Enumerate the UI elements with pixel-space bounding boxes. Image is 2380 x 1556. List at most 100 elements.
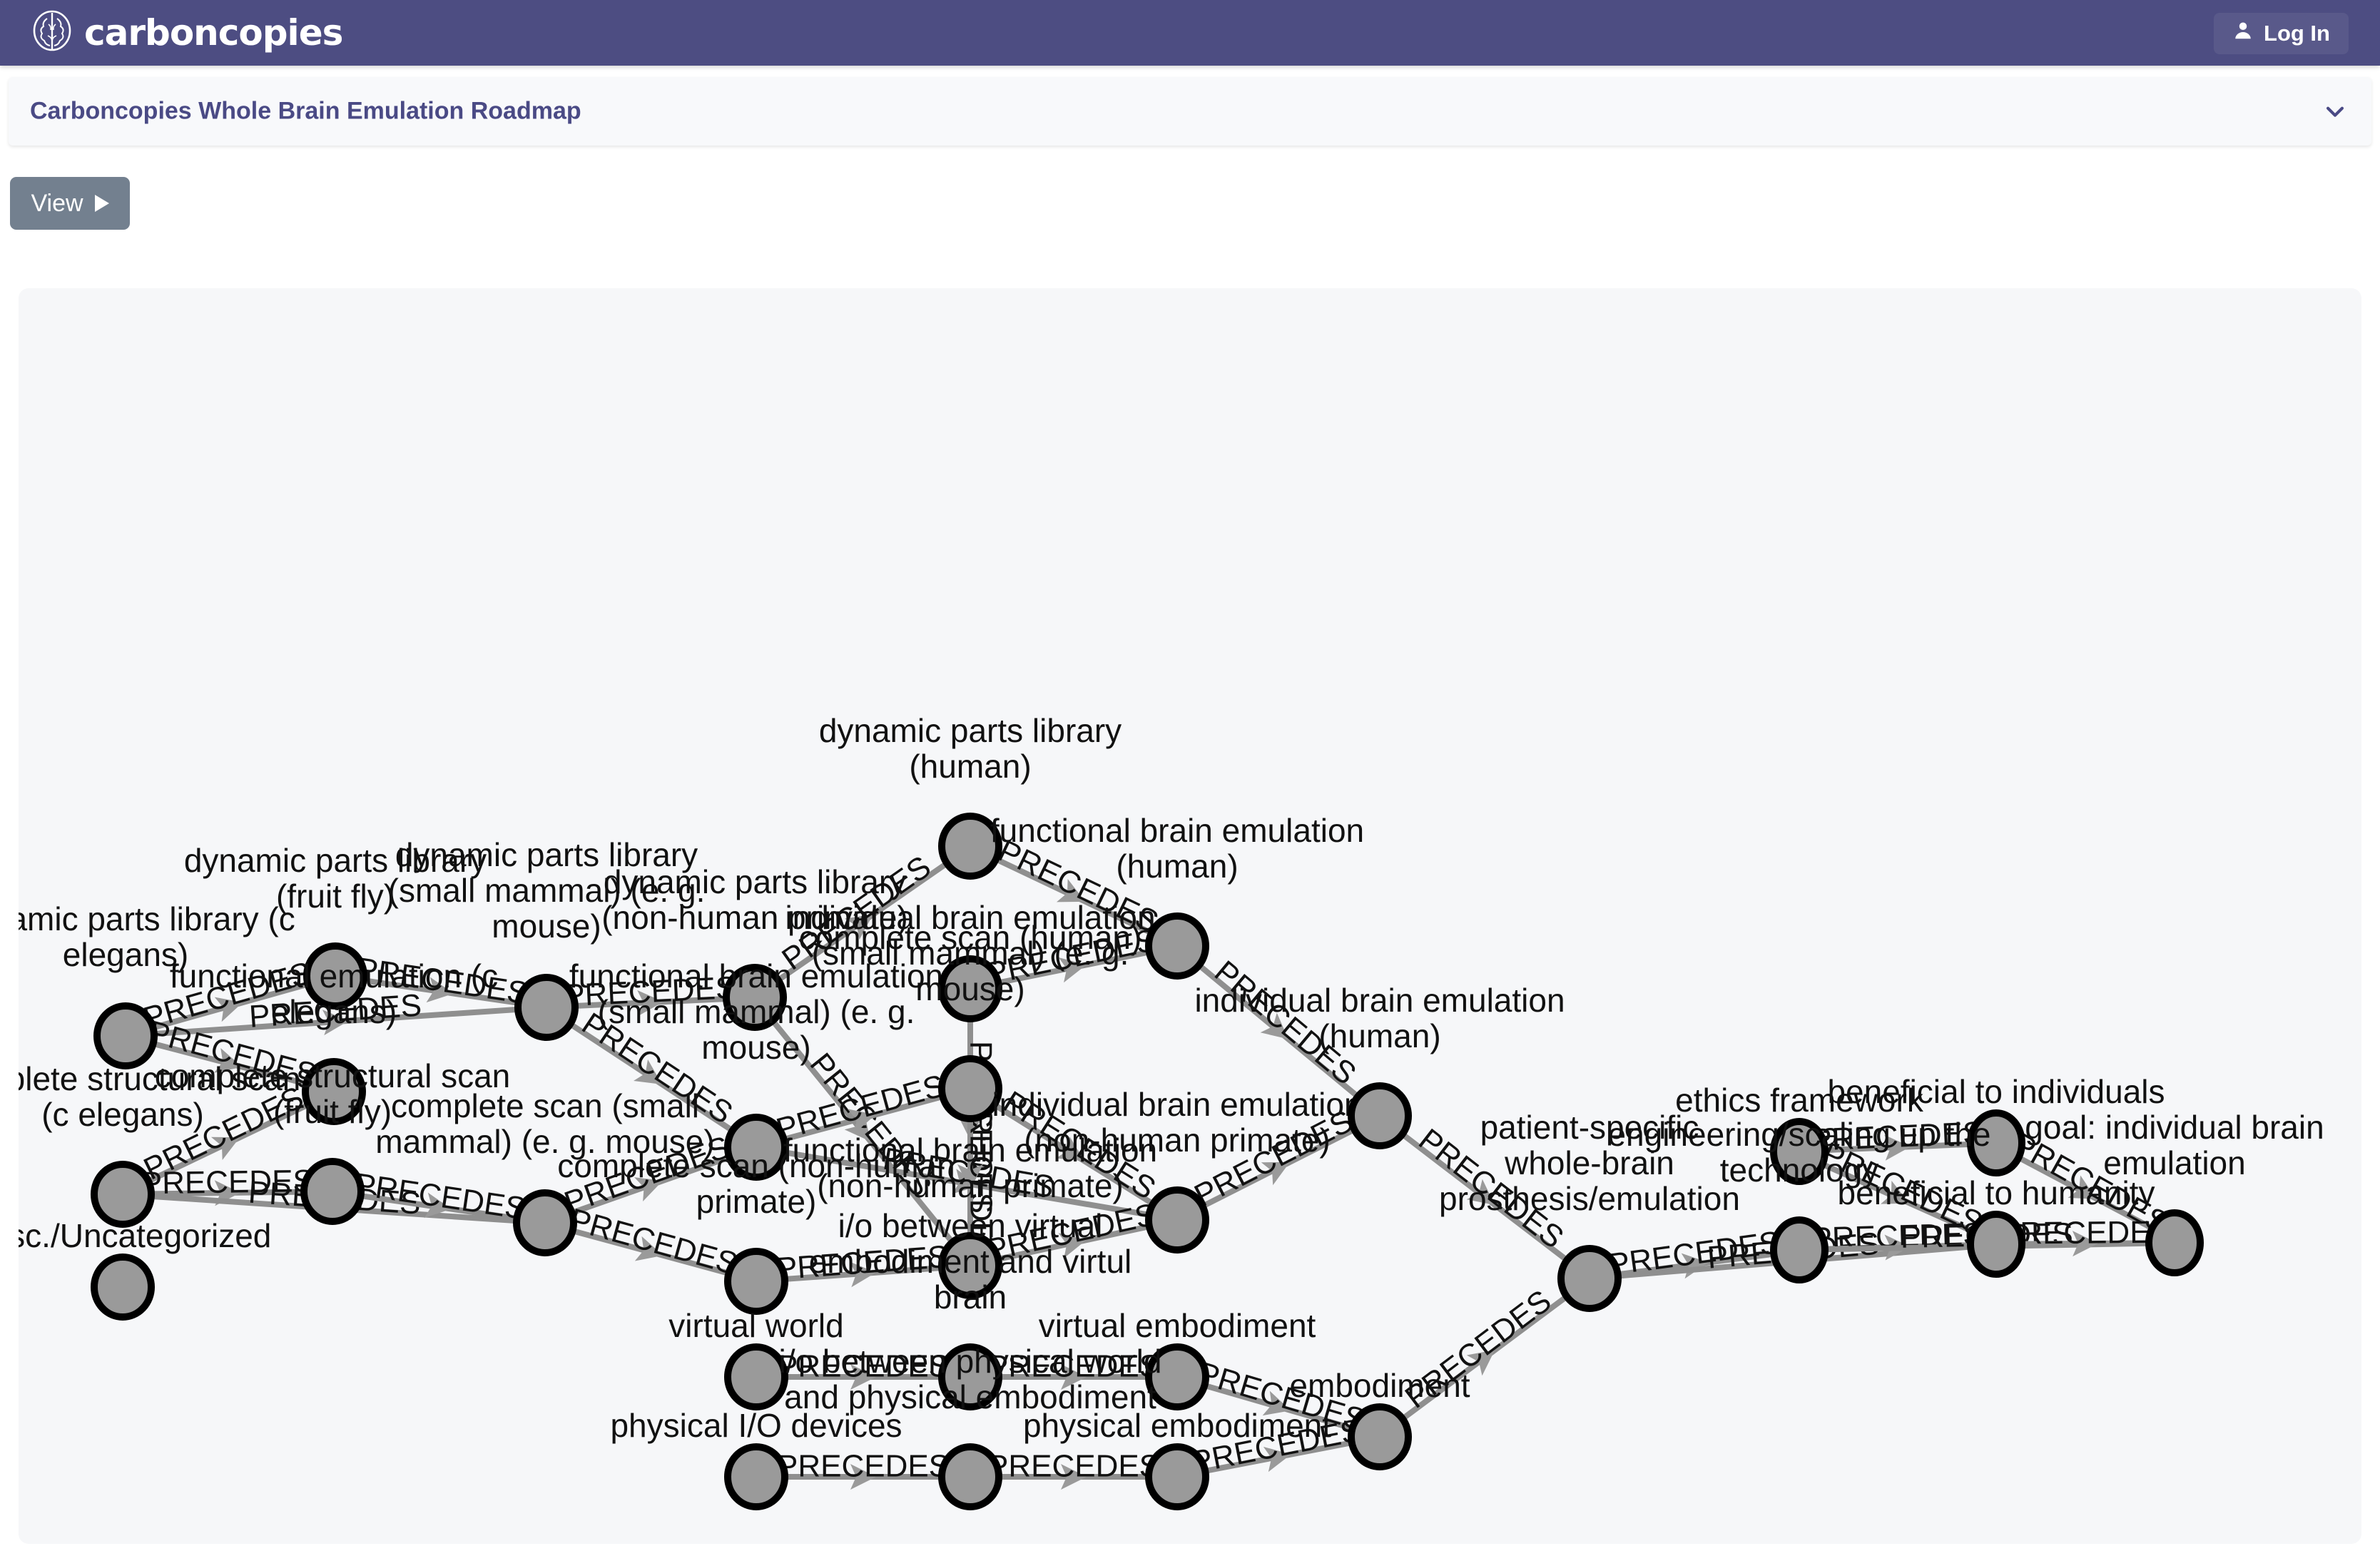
- node-circle[interactable]: [303, 942, 367, 1010]
- edge-arrow-icon: [1061, 1364, 1087, 1390]
- graph-node[interactable]: individual brain emulation(non-human pri…: [992, 1086, 1363, 1254]
- edge-arrow-icon: [637, 990, 663, 1016]
- node-circle[interactable]: [1145, 1186, 1209, 1254]
- graph-node[interactable]: dynamic parts library(fruit fly): [184, 842, 487, 1010]
- edge-arrow-icon: [2072, 1231, 2098, 1257]
- node-circle[interactable]: [938, 813, 1002, 880]
- node-circle[interactable]: [724, 1114, 788, 1181]
- graph-node[interactable]: Misc./Uncategorized: [19, 1217, 271, 1321]
- login-button[interactable]: Log In: [2214, 13, 2349, 54]
- node-circle[interactable]: [724, 1248, 788, 1315]
- graph-edge[interactable]: PRECEDES: [1810, 1115, 1984, 1161]
- graph-node[interactable]: virtual embodiment: [1039, 1307, 1316, 1410]
- graph-node[interactable]: functional brain emulation(small mammal)…: [569, 957, 943, 1181]
- page-title: Carboncopies Whole Brain Emulation Roadm…: [30, 97, 581, 125]
- node-circle[interactable]: [724, 1343, 788, 1410]
- edge-label: PRECEDES: [1810, 1115, 1984, 1157]
- node-label: Misc./Uncategorized: [19, 1217, 271, 1254]
- chevron-down-icon[interactable]: [2323, 99, 2347, 123]
- graph-edge[interactable]: PRECEDES: [1999, 1215, 2172, 1257]
- edge-arrow-icon: [634, 1236, 663, 1261]
- node-circle[interactable]: [91, 1254, 155, 1321]
- node-circle[interactable]: [1145, 1443, 1209, 1510]
- top-navigation-bar: carboncopies Log In: [0, 0, 2380, 66]
- node-circle[interactable]: [93, 1002, 158, 1069]
- edge-arrow-icon: [1056, 878, 1086, 902]
- node-circle[interactable]: [514, 974, 579, 1041]
- node-circle[interactable]: [302, 1058, 366, 1125]
- graph-edge[interactable]: PRECEDES: [563, 970, 737, 1016]
- graph-node[interactable]: embodiment: [1289, 1367, 1470, 1470]
- node-circle[interactable]: [1967, 1109, 2025, 1176]
- node-label: functional brain emulation(human): [990, 812, 1364, 885]
- node-circle[interactable]: [938, 1055, 1002, 1122]
- node-circle[interactable]: [1348, 1082, 1412, 1149]
- node-circle[interactable]: [938, 955, 1002, 1022]
- node-circle[interactable]: [1145, 1343, 1209, 1410]
- edge-arrow-icon: [214, 997, 243, 1022]
- node-circle[interactable]: [1770, 1118, 1829, 1185]
- node-label: individual brain emulation(human): [1194, 982, 1565, 1054]
- graph-node[interactable]: beneficial to individuals: [1827, 1073, 2165, 1176]
- node-label: ethics framework: [1675, 1082, 1924, 1119]
- node-circle[interactable]: [1967, 1211, 2025, 1278]
- graph-node[interactable]: beneficial to humanity: [1838, 1174, 2155, 1278]
- edge-arrow-icon: [849, 1261, 876, 1288]
- graph-node[interactable]: functional brain emulation(human): [990, 812, 1364, 980]
- graph-node[interactable]: physical I/O devices: [610, 1407, 902, 1510]
- graph-edge[interactable]: PRECEDES: [777, 1449, 950, 1490]
- node-circle[interactable]: [938, 1343, 1002, 1410]
- graph-edge[interactable]: PRECEDES: [987, 1349, 1160, 1390]
- graph-edge[interactable]: PRECEDES: [987, 1449, 1160, 1490]
- node-circle[interactable]: [1348, 1403, 1412, 1470]
- graph-node[interactable]: functional brain emulation(non-human pri…: [783, 1132, 1157, 1299]
- view-button[interactable]: View: [10, 177, 130, 230]
- edge-label: PRECEDES: [1999, 1215, 2172, 1251]
- graph-node[interactable]: dynamic parts library(non-human primate): [601, 863, 908, 1031]
- node-label: physical I/O devices: [610, 1407, 902, 1444]
- graph-edge[interactable]: PRECEDES: [141, 1164, 314, 1206]
- node-circle[interactable]: [1145, 912, 1209, 980]
- node-circle[interactable]: [300, 1158, 365, 1225]
- roadmap-graph-canvas[interactable]: PRECEDES PRECEDES PRECEDES PRECEDES PRECEDES…: [19, 288, 2361, 1544]
- node-circle[interactable]: [723, 964, 787, 1031]
- graph-node[interactable]: individual brain emulation(human): [1194, 982, 1565, 1149]
- brand-logo[interactable]: carboncopies: [31, 10, 343, 55]
- roadmap-graph[interactable]: PRECEDES PRECEDES PRECEDES PRECEDES PRECEDES…: [19, 288, 2361, 1544]
- node-circle[interactable]: [724, 1443, 788, 1510]
- graph-node[interactable]: individual brain emulation(small mammal)…: [785, 899, 1156, 1122]
- roadmap-title-card[interactable]: Carboncopies Whole Brain Emulation Roadm…: [9, 77, 2371, 146]
- node-circle[interactable]: [513, 1189, 577, 1256]
- graph-node[interactable]: physical embodiment: [1023, 1407, 1331, 1510]
- node-circle[interactable]: [1770, 1216, 1829, 1283]
- node-circle[interactable]: [91, 1161, 155, 1228]
- node-circle[interactable]: [2145, 1209, 2204, 1276]
- node-circle[interactable]: [1557, 1245, 1622, 1312]
- graph-edge[interactable]: PRECEDES: [777, 1349, 950, 1390]
- graph-node[interactable]: dynamic parts library(small mammal) (e. …: [388, 836, 706, 1041]
- graph-node[interactable]: complete scan (human): [799, 919, 1142, 1022]
- graph-nodes-layer: dynamic parts library (celegans)dynamic …: [19, 712, 2324, 1510]
- graph-node[interactable]: virtual world: [668, 1307, 844, 1410]
- graph-node[interactable]: ethics framework: [1675, 1082, 1924, 1185]
- node-label: functional brain emulation(small mammal)…: [569, 957, 943, 1066]
- graph-node[interactable]: complete structural scan(fruit fly): [155, 1057, 511, 1225]
- node-circle[interactable]: [938, 1232, 1002, 1299]
- graph-node[interactable]: complete structural scan(c elegans): [19, 1060, 300, 1228]
- node-circle[interactable]: [938, 1443, 1002, 1510]
- edge-arrow-icon: [957, 1164, 983, 1190]
- graph-node[interactable]: dynamic parts library(human): [819, 712, 1122, 880]
